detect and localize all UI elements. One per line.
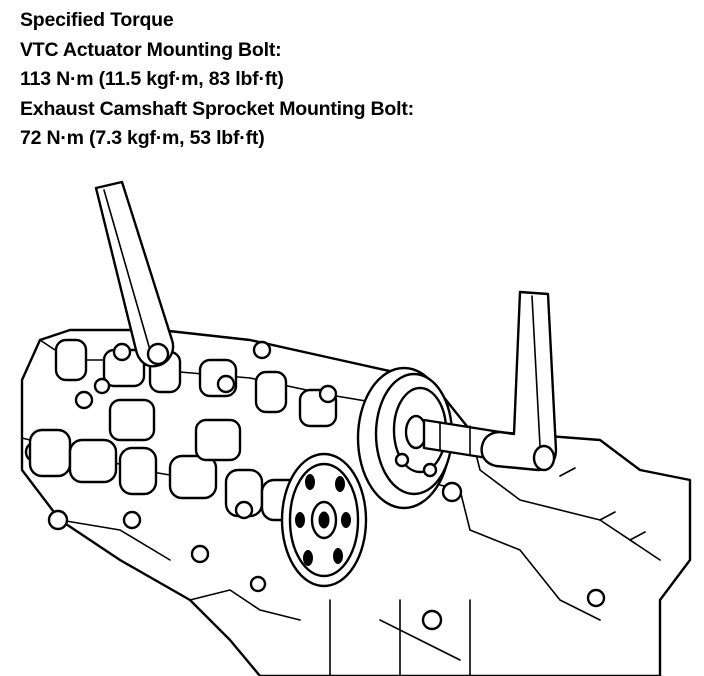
- holding-tool-icon: [94, 180, 175, 368]
- exhaust-bolt-value: 72 N·m (7.3 kgf·m, 53 lbf·ft): [20, 127, 265, 149]
- vtc-bolt-label: VTC Actuator Mounting Bolt:: [20, 38, 282, 61]
- camshaft-sprocket-icon: [280, 452, 368, 588]
- exhaust-camshaft: [28, 377, 304, 593]
- vtc-actuator-icon: [356, 366, 454, 510]
- exhaust-bolt-label: Exhaust Camshaft Sprocket Mounting Bolt:: [20, 97, 414, 120]
- torque-wrench-icon: [422, 290, 558, 472]
- spec-heading: Specified Torque: [20, 9, 174, 31]
- torque-specification: Specified Torque VTC Actuator Mounting B…: [20, 6, 414, 154]
- vtc-bolt-value: 113 N·m (11.5 kgf·m, 83 lbf·ft): [20, 68, 284, 90]
